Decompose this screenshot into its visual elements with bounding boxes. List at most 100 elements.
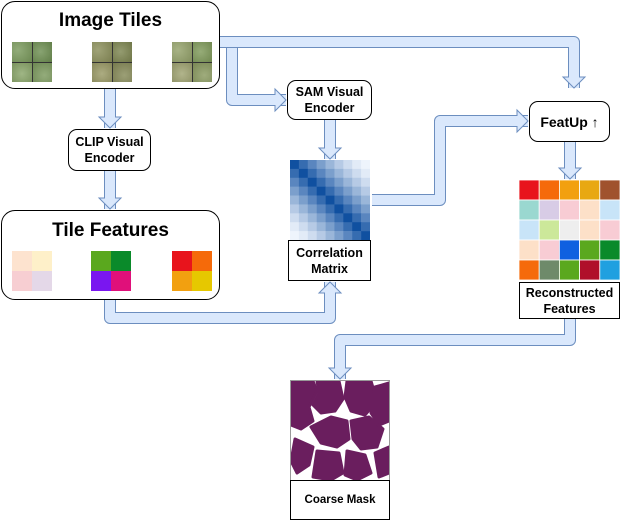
correlation-cell [361, 186, 370, 196]
arrow-head [97, 197, 123, 210]
correlation-cell [316, 186, 326, 196]
arrow-head [274, 87, 287, 113]
arrow-featup-to-reconstructed [557, 142, 583, 180]
correlation-cell [298, 160, 309, 170]
reconstructed-feature-cell [538, 219, 560, 241]
coarse-mask-label: Coarse Mask [304, 494, 376, 506]
correlation-cell [352, 186, 362, 196]
correlation-cell [290, 222, 300, 232]
reconstructed-features-label: Reconstructed Features [525, 285, 614, 316]
reconstructed-feature-cell [579, 180, 601, 201]
correlation-cell [334, 222, 344, 232]
reconstructed-feature-cell [519, 239, 540, 261]
correlation-cell [352, 195, 362, 205]
correlation-cell [334, 177, 344, 187]
correlation-cell [298, 186, 309, 196]
correlation-cell [352, 160, 362, 170]
arrow-head [97, 116, 123, 129]
correlation-cell [298, 195, 309, 205]
tile-feature-1 [12, 251, 52, 291]
correlation-cell [307, 231, 317, 240]
sam-encoder-label: SAM Visual Encoder [295, 85, 364, 115]
reconstructed-feature-cell [559, 180, 581, 201]
reconstructed-feature-cell [538, 180, 560, 201]
feature-patch [91, 251, 111, 271]
reconstructed-feature-cell [599, 259, 620, 280]
feature-patch [32, 271, 52, 291]
arrow-clip-to-tile-features [97, 171, 123, 210]
reconstructed-feature-cell [519, 180, 540, 201]
image-tile-quadrant [112, 42, 132, 62]
correlation-cell [307, 168, 317, 179]
correlation-cell [325, 231, 335, 240]
reconstructed-feature-cell [519, 199, 540, 221]
mask-region [343, 381, 379, 417]
correlation-cell [361, 213, 370, 223]
feature-patch [91, 271, 111, 291]
reconstructed-feature-cell [559, 239, 581, 261]
correlation-cell [361, 231, 370, 240]
image-tile-quadrant [112, 62, 132, 82]
correlation-cell [361, 160, 370, 170]
feature-patch [12, 251, 32, 271]
reconstructed-feature-cell [599, 239, 620, 261]
correlation-cell [334, 160, 344, 170]
image-tile-quadrant [172, 42, 192, 62]
image-tiles-box: Image Tiles [1, 1, 220, 89]
correlation-cell [361, 204, 370, 214]
sam-encoder-box: SAM Visual Encoder [287, 80, 372, 120]
correlation-cell [343, 177, 353, 187]
correlation-cell [325, 222, 335, 232]
reconstructed-feature-cell [538, 239, 560, 261]
reconstructed-feature-cell [599, 180, 620, 201]
reconstructed-feature-cell [579, 239, 601, 261]
correlation-cell [307, 186, 317, 196]
correlation-cell [316, 204, 326, 214]
arrow-head [317, 147, 343, 160]
correlation-cell [290, 204, 300, 214]
mask-region [309, 415, 351, 449]
correlation-cell [343, 222, 353, 232]
image-tile-quadrant [12, 62, 32, 82]
feature-patch [111, 251, 131, 271]
image-tile-3 [172, 42, 212, 82]
correlation-cell [334, 195, 344, 205]
reconstructed-features-grid [519, 180, 620, 280]
coarse-mask-box [290, 380, 390, 481]
correlation-cell [343, 195, 353, 205]
feature-patch [32, 251, 52, 271]
correlation-cell [325, 160, 335, 170]
correlation-cell [352, 213, 362, 223]
correlation-cell [325, 195, 335, 205]
correlation-cell [334, 213, 344, 223]
image-tile-quadrant [92, 42, 112, 62]
correlation-cell [316, 222, 326, 232]
correlation-cell [325, 213, 335, 223]
correlation-cell [343, 168, 353, 179]
correlation-cell [290, 186, 300, 196]
feature-patch [192, 251, 212, 271]
featup-box: FeatUp ↑ [529, 101, 610, 142]
image-tiles-title: Image Tiles [58, 10, 163, 31]
mask-region [291, 381, 319, 431]
correlation-cell [307, 160, 317, 170]
reconstructed-feature-cell [599, 219, 620, 241]
image-tile-quadrant [92, 62, 112, 82]
image-tile-quadrant [32, 62, 52, 82]
correlation-cell [361, 177, 370, 187]
arrow-head [327, 367, 353, 380]
correlation-cell [352, 177, 362, 187]
correlation-cell [298, 168, 309, 179]
reconstructed-feature-cell [559, 219, 581, 241]
tile-features-box: Tile Features [1, 210, 220, 300]
reconstructed-feature-cell [538, 199, 560, 221]
correlation-cell [325, 186, 335, 196]
correlation-cell [334, 231, 344, 240]
featup-label: FeatUp ↑ [540, 113, 599, 130]
tile-feature-3 [172, 251, 212, 291]
image-tile-2 [92, 42, 132, 82]
arrow-head [317, 281, 343, 294]
reconstructed-feature-cell [519, 219, 540, 241]
image-tile-quadrant [12, 42, 32, 62]
reconstructed-feature-cell [579, 199, 601, 221]
